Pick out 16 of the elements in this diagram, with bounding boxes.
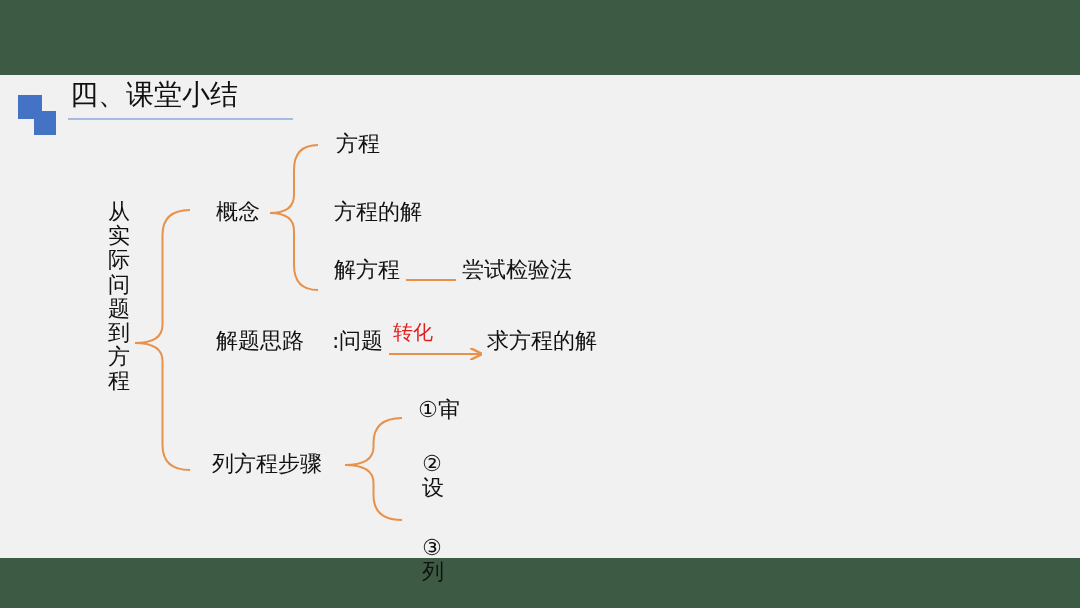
- term-text: 尝试检验法: [462, 257, 572, 284]
- connector-arrow: [388, 346, 484, 362]
- branch-heading: 列方程步骤: [212, 451, 322, 478]
- step-item: ②设: [422, 452, 445, 501]
- term-text: 解方程: [334, 257, 400, 284]
- term-text: 求方程的解: [487, 328, 597, 355]
- step-item: ①审: [418, 397, 460, 424]
- step-item: ③列: [422, 536, 445, 585]
- branch-heading: 解题思路: [216, 328, 304, 355]
- concept-item: 方程: [336, 131, 380, 158]
- topic-heading: 从实际问题到方程: [108, 200, 131, 394]
- section-title: 四、课堂小结: [70, 78, 238, 112]
- edge-label: 转化: [393, 320, 433, 344]
- concept-item: 方程的解: [334, 199, 422, 226]
- branch-heading: 概念: [216, 199, 260, 226]
- term-text: :问题: [332, 328, 384, 355]
